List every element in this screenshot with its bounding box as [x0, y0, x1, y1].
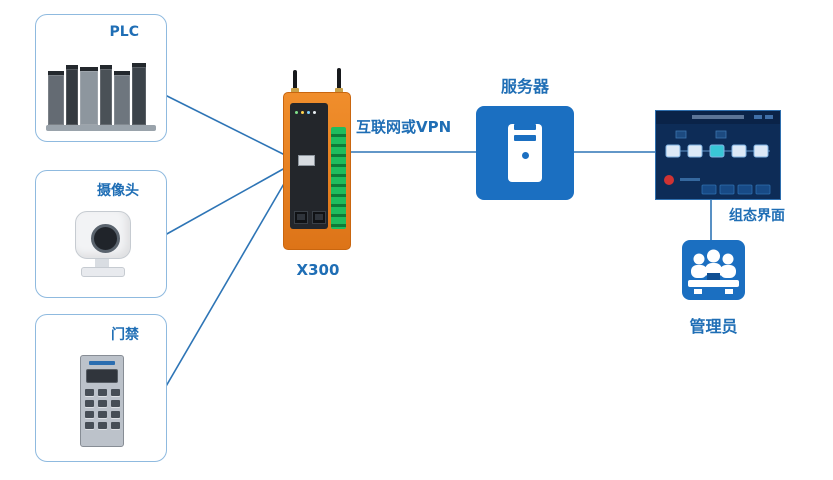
plc-module	[100, 65, 112, 125]
led-icon	[313, 111, 316, 114]
camera-head	[75, 211, 131, 259]
terminal-block-icon	[331, 127, 346, 229]
led-icon	[295, 111, 298, 114]
ethernet-port-icon	[294, 211, 308, 224]
plc-label: PLC	[109, 24, 139, 40]
antenna-icon	[293, 70, 297, 92]
keypad-keys	[81, 389, 123, 429]
server-icon	[476, 106, 574, 200]
admin-people-icon	[682, 240, 745, 300]
keypad-key	[110, 422, 120, 429]
access-box: 门禁	[35, 314, 167, 462]
keypad-key	[97, 411, 107, 418]
plc-module	[114, 71, 130, 125]
keypad-key	[84, 389, 94, 396]
gateway-leds	[295, 111, 316, 114]
camera-base	[81, 267, 125, 277]
plc-box: PLC	[35, 14, 167, 142]
plc-module	[132, 63, 146, 125]
keypad-key	[84, 422, 94, 429]
edge-camera-gateway	[164, 167, 286, 236]
keypad-key	[110, 400, 120, 407]
plc-image	[48, 59, 154, 125]
keypad-screen	[86, 369, 118, 383]
plc-module	[66, 65, 78, 125]
plc-rack-base	[46, 125, 156, 131]
camera-label: 摄像头	[97, 183, 139, 199]
access-label: 门禁	[111, 327, 139, 343]
plc-module	[80, 67, 98, 125]
antenna-icon	[337, 68, 341, 92]
server-label: 服务器	[500, 77, 549, 96]
scada-label: 组态界面	[729, 208, 785, 224]
usb-port-icon	[298, 155, 315, 166]
keypad-key	[97, 422, 107, 429]
gateway-body	[283, 92, 351, 250]
camera-box: 摄像头	[35, 170, 167, 298]
edge-plc-gateway	[164, 94, 286, 156]
camera-lens-icon	[91, 224, 120, 253]
edge-access-gateway	[164, 181, 286, 389]
antenna-connector	[335, 88, 343, 94]
server-drive-slot	[514, 124, 536, 130]
gateway-label: X300	[296, 261, 340, 279]
keypad-image	[80, 355, 124, 447]
ethernet-ports	[294, 211, 326, 224]
ethernet-port-icon	[312, 211, 326, 224]
server-drive-slot	[514, 135, 536, 141]
server-power-button-icon	[521, 152, 529, 159]
keypad-key	[84, 400, 94, 407]
led-icon	[301, 111, 304, 114]
keypad-key	[110, 411, 120, 418]
scada-screen	[655, 110, 781, 200]
keypad-key	[97, 389, 107, 396]
keypad-key	[84, 411, 94, 418]
keypad-key	[110, 389, 120, 396]
gateway-device	[283, 68, 353, 254]
camera-neck	[95, 259, 109, 267]
keypad-brand-stripe	[89, 361, 115, 365]
keypad-key	[97, 400, 107, 407]
wan-link-label: 互联网或VPN	[356, 118, 452, 136]
scada-screen-content	[656, 111, 780, 195]
led-icon	[307, 111, 310, 114]
admin-label: 管理员	[689, 317, 738, 336]
server-tower	[508, 124, 542, 182]
antenna-connector	[291, 88, 299, 94]
gateway-front-panel	[290, 103, 328, 229]
plc-module	[48, 71, 64, 125]
